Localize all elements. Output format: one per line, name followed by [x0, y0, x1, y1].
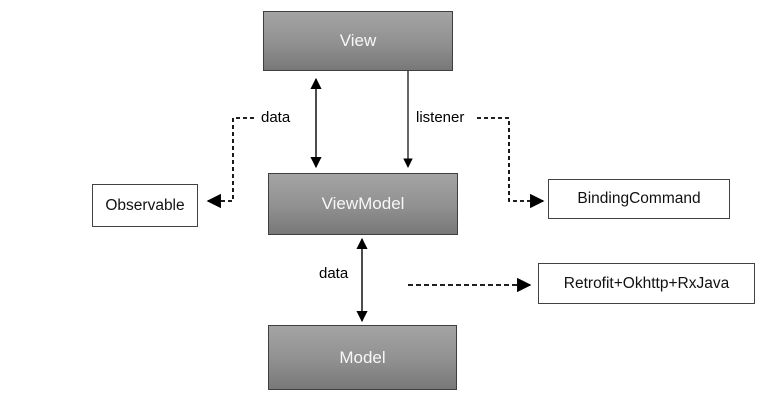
arrow-listener-to-bindingcommand	[477, 117, 545, 209]
node-retrofit: Retrofit+Okhttp+RxJava	[538, 263, 755, 304]
arrow-data-to-observable	[206, 117, 254, 209]
node-observable: Observable	[92, 184, 198, 227]
node-bindingcommand: BindingCommand	[548, 179, 730, 219]
edge-label-listener: listener	[416, 109, 465, 126]
edge-label-data-bottom: data	[319, 265, 349, 282]
node-viewmodel: ViewModel	[268, 173, 458, 235]
edge-label-data-top: data	[261, 109, 291, 126]
node-model: Model	[268, 325, 457, 390]
node-view: View	[263, 11, 453, 71]
